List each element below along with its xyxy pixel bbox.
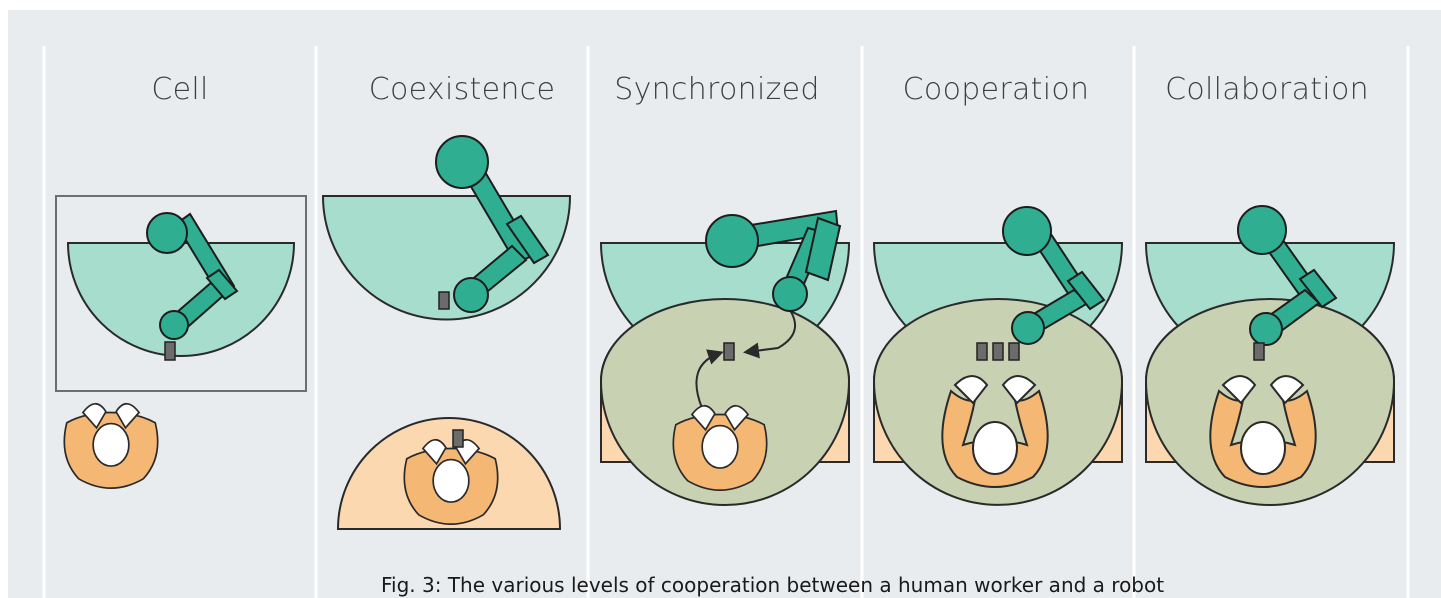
panel-collaboration <box>1146 206 1394 505</box>
panel-title-collaboration: Collaboration <box>1165 72 1369 107</box>
robot-zone <box>68 243 294 356</box>
workpiece-icon <box>993 343 1003 360</box>
figure-caption: Fig. 3: The various levels of cooperatio… <box>381 573 1164 597</box>
human-worker-icon <box>64 404 157 488</box>
workpiece-icon <box>1009 343 1019 360</box>
panel-title-cell: Cell <box>151 72 208 107</box>
workpiece-icon <box>165 342 175 360</box>
panel-title-cooperation: Cooperation <box>903 72 1090 107</box>
panel-cell <box>56 196 306 488</box>
panel-cooperation <box>874 207 1122 505</box>
workpiece-icon <box>977 343 987 360</box>
workpiece-icon <box>1254 343 1264 360</box>
workpiece-icon <box>724 343 734 360</box>
workpiece-icon <box>453 430 463 447</box>
panel-coexistence <box>323 136 570 529</box>
panel-synchronized <box>601 211 849 505</box>
workpiece-icon <box>439 292 449 309</box>
panel-title-synchronized: Synchronized <box>614 72 820 107</box>
figure: Cell Coexistence Synchronized Cooperatio… <box>8 10 1441 598</box>
panel-title-coexistence: Coexistence <box>369 72 555 107</box>
